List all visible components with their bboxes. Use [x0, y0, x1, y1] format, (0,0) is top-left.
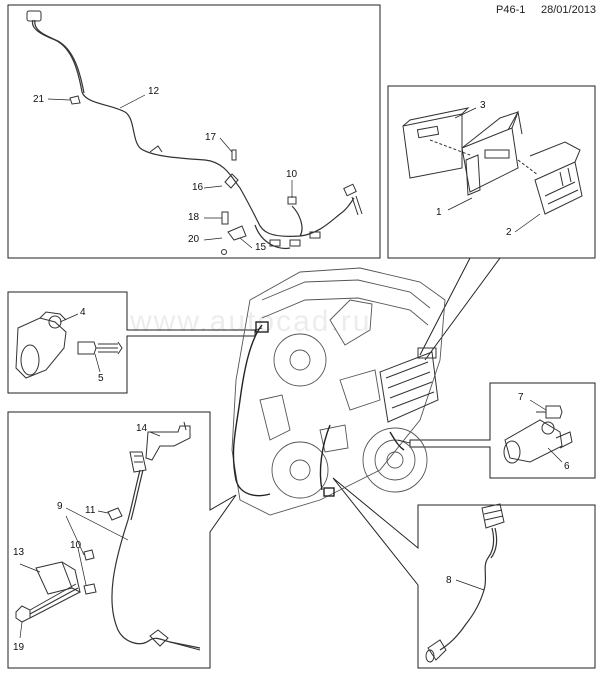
panel-top-harness: [7, 4, 381, 259]
callout-10-top: 10: [286, 169, 298, 180]
callout-10-left: 10: [70, 540, 82, 551]
callout-8: 8: [446, 575, 452, 586]
leaders-4-5: [59, 313, 101, 373]
watermark: www.autocad.ru: [130, 305, 372, 338]
leaders-top: [47, 94, 293, 249]
callout-19: 19: [13, 642, 25, 653]
callout-20: 20: [188, 234, 200, 245]
leaders-6-7: [529, 399, 563, 463]
callout-18: 18: [188, 212, 200, 223]
callout-4: 4: [80, 307, 86, 318]
engine-ecu: [379, 347, 439, 423]
ecu-pointer: [419, 257, 501, 361]
callout-2: 2: [506, 227, 512, 238]
panel-sensor-6-7: [409, 382, 596, 479]
panel-sensor-8: [332, 477, 596, 669]
ecu-drawing: [402, 107, 583, 215]
callout-17: 17: [205, 132, 217, 143]
callout-9: 9: [57, 501, 63, 512]
leaders-ecu: [447, 107, 541, 233]
callout-7: 7: [518, 392, 524, 403]
harness-8: [439, 527, 498, 651]
callout-5: 5: [98, 373, 104, 384]
sensor-8-parts: [425, 503, 505, 663]
callout-13: 13: [13, 547, 25, 558]
sensor-4-5-drawing: [15, 311, 123, 379]
callout-3: 3: [480, 100, 486, 111]
panel-harness-left: [7, 411, 237, 669]
callout-11: 11: [85, 505, 96, 516]
callout-12: 12: [148, 86, 160, 97]
engine-harness: [232, 321, 405, 497]
callout-15: 15: [255, 242, 267, 253]
page-code: P46-1: [496, 4, 526, 16]
callout-6: 6: [564, 461, 570, 472]
callout-21: 21: [33, 94, 45, 105]
callout-1: 1: [436, 207, 442, 218]
callout-14: 14: [136, 423, 148, 434]
page-date: 28/01/2013: [541, 4, 597, 16]
leaders-8: [455, 579, 485, 591]
sensor-6-7-drawing: [503, 405, 573, 464]
leaders-left: [19, 431, 161, 639]
harness-9: [111, 469, 201, 649]
panel-ecu: [387, 85, 596, 259]
engine-pointers: [254, 327, 411, 444]
harness-12-connectors: [26, 10, 363, 255]
callout-16: 16: [192, 182, 204, 193]
harness-9-parts: [15, 421, 201, 651]
